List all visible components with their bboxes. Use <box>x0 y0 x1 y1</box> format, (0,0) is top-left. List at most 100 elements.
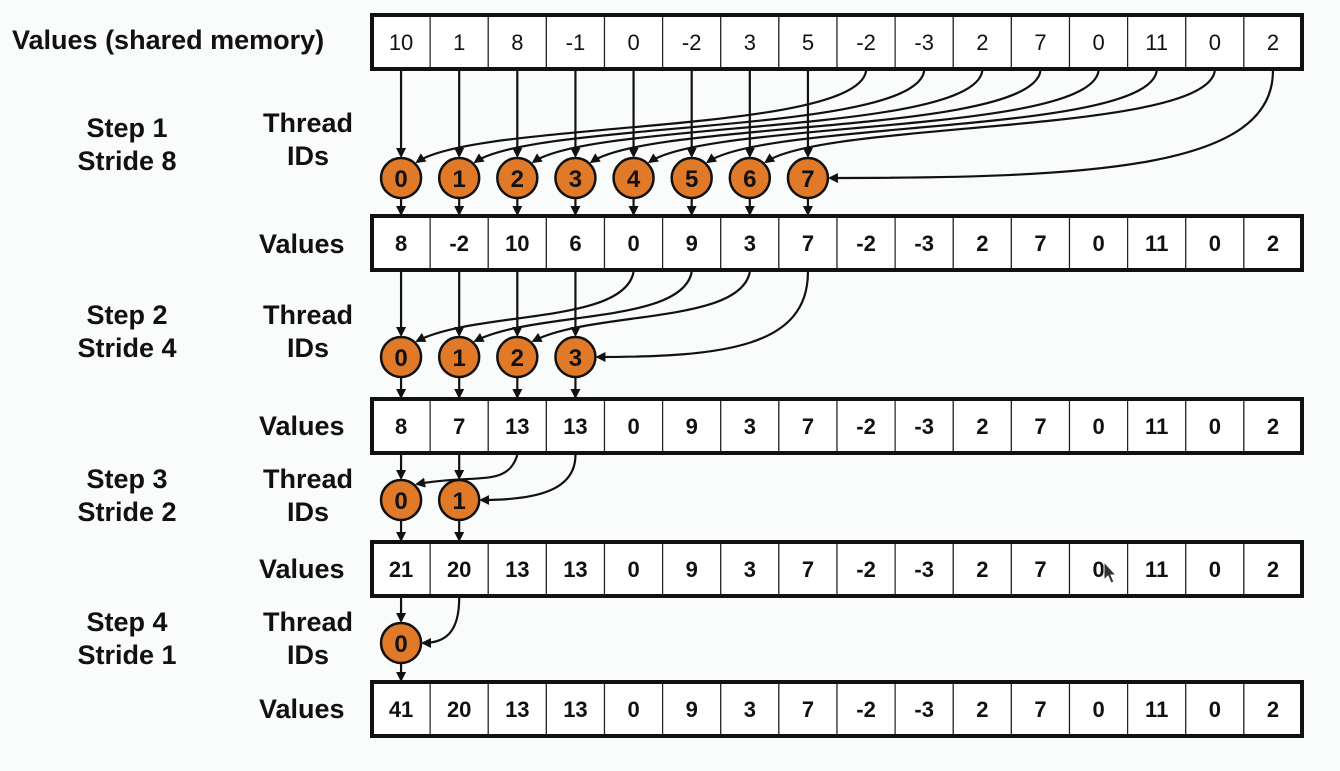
array-cell <box>1243 681 1303 737</box>
stride-label: Stride 1 <box>77 640 177 670</box>
cell-value: 2 <box>1267 557 1279 582</box>
cell-value: 3 <box>744 30 756 55</box>
cell-value: 7 <box>453 414 465 439</box>
cell-value: 0 <box>627 697 639 722</box>
stride-arrow <box>415 271 635 342</box>
values-label-1: Values <box>259 229 345 259</box>
cell-value: 0 <box>1209 557 1221 582</box>
cell-value: -2 <box>449 231 469 256</box>
thread-id-circle: 0 <box>379 156 423 200</box>
thread-id: 7 <box>801 166 814 193</box>
array-cell <box>429 681 489 737</box>
cell-value: 3 <box>744 557 756 582</box>
thread-label: Thread <box>262 464 354 494</box>
thread-ids-label-4: Thread IDs <box>250 606 366 672</box>
step-4-label: Step 4 Stride 1 <box>62 606 192 672</box>
cell-value: -2 <box>856 414 876 439</box>
cell-value: 11 <box>1145 231 1168 256</box>
array-cell <box>720 215 780 271</box>
thread-id: 1 <box>453 166 466 193</box>
cell-value: 7 <box>802 557 814 582</box>
cell-value: -2 <box>856 231 876 256</box>
cell-value: 11 <box>1145 30 1168 55</box>
array-cell <box>1068 681 1129 737</box>
cell-value: 8 <box>511 30 523 55</box>
thread-label: Thread <box>262 607 354 637</box>
cell-value: 2 <box>1267 697 1279 722</box>
thread-id: 6 <box>743 166 756 193</box>
array-cell <box>1010 215 1071 271</box>
array-cell <box>1243 14 1303 70</box>
array-cell <box>603 14 664 70</box>
cell-value: 13 <box>505 414 529 439</box>
thread-id-circle: 7 <box>786 156 830 200</box>
cell-value: 2 <box>1267 414 1279 439</box>
cell-value: 7 <box>1034 231 1046 256</box>
step-1-label: Step 1 Stride 8 <box>62 112 192 178</box>
thread-id-circle: 6 <box>728 156 772 200</box>
array-cell <box>836 541 896 597</box>
array-cell <box>778 541 838 597</box>
array-cell <box>662 541 722 597</box>
array-cell <box>894 681 954 737</box>
thread-ids-label-1: Thread IDs <box>250 107 366 173</box>
cell-value: 0 <box>1092 30 1104 55</box>
thread-id-circle: 0 <box>379 621 423 665</box>
step-number: Step 3 <box>86 464 168 494</box>
cell-value: 13 <box>563 697 587 722</box>
cell-value: 2 <box>976 414 988 439</box>
cell-value: 0 <box>627 414 639 439</box>
cell-value: 2 <box>976 697 988 722</box>
array-cell <box>1185 14 1245 70</box>
array-border <box>370 397 1304 455</box>
cell-value: 9 <box>686 231 698 256</box>
mouse-cursor-icon <box>1103 560 1118 584</box>
cell-value: 13 <box>563 557 587 582</box>
thread-id: 1 <box>453 345 466 372</box>
array-cell <box>720 541 780 597</box>
thread-id: 0 <box>394 631 407 658</box>
cell-value: 7 <box>802 697 814 722</box>
thread-id: 3 <box>569 166 582 193</box>
stride-arrow <box>415 454 519 488</box>
array-cell <box>1185 681 1245 737</box>
cell-value: -2 <box>856 30 876 55</box>
thread-ids-label-3: Thread IDs <box>250 463 366 529</box>
thread-ids-label-2: Thread IDs <box>250 299 366 365</box>
cell-value: 13 <box>505 557 529 582</box>
thread-label: Thread <box>262 300 354 330</box>
cell-value: 0 <box>1209 231 1221 256</box>
cell-value: 10 <box>505 231 529 256</box>
array-cell <box>836 681 896 737</box>
thread-id-circle: 0 <box>379 478 423 522</box>
cell-value: 6 <box>569 231 581 256</box>
thread-id-circle: 1 <box>437 478 481 522</box>
array-cell <box>1068 398 1129 454</box>
cell-value: -3 <box>914 30 934 55</box>
array-cell <box>1127 541 1187 597</box>
cell-value: 13 <box>505 697 529 722</box>
cell-value: 10 <box>389 30 413 55</box>
stride-label: Stride 4 <box>77 333 177 363</box>
cell-value: 0 <box>1092 697 1104 722</box>
stride-arrow <box>473 271 693 342</box>
cell-value: -2 <box>856 557 876 582</box>
cell-value: -2 <box>856 697 876 722</box>
cell-value: -3 <box>914 231 934 256</box>
thread-id-circle: 2 <box>496 156 539 200</box>
array-cell <box>371 14 431 70</box>
cell-value: 7 <box>1034 414 1046 439</box>
cell-value: 7 <box>1034 30 1046 55</box>
cell-value: 2 <box>1267 30 1279 55</box>
cell-value: 11 <box>1145 414 1168 439</box>
stride-arrow <box>479 454 577 505</box>
cell-value: 0 <box>627 30 639 55</box>
array-border <box>370 214 1304 272</box>
cell-value: 3 <box>744 414 756 439</box>
array-cell <box>487 398 547 454</box>
array-cell <box>662 14 722 70</box>
step-number: Step 1 <box>86 113 168 143</box>
cell-value: 7 <box>1034 697 1046 722</box>
cell-value: -1 <box>566 30 586 55</box>
